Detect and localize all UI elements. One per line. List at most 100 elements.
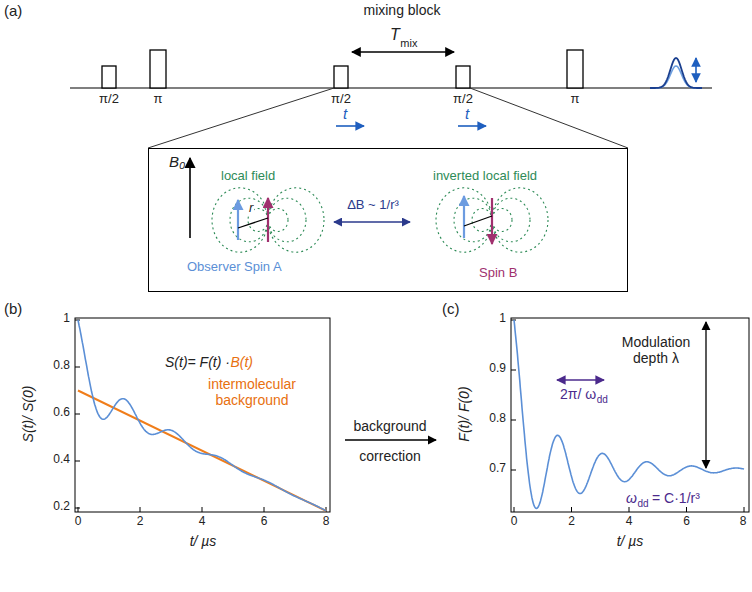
plot-frame bbox=[75, 318, 330, 512]
plot-frame bbox=[511, 318, 749, 512]
figure-label: mix bbox=[400, 37, 417, 50]
figure-label: = C·1/r³ bbox=[649, 490, 700, 506]
spin-b bbox=[267, 198, 269, 242]
figure-label: (b) bbox=[4, 300, 22, 317]
depth-arrow bbox=[705, 322, 706, 468]
figure-label: 0.4 bbox=[53, 453, 70, 467]
figure-label: correction bbox=[359, 448, 420, 464]
inset-text: ΔB ~ 1/r³ bbox=[347, 198, 399, 213]
figure-label: 0 bbox=[75, 515, 82, 529]
figure-label: 2π/ ω bbox=[560, 386, 596, 402]
b0-arrow bbox=[189, 158, 191, 238]
figure-label: 8 bbox=[740, 515, 747, 529]
ticks bbox=[511, 320, 744, 512]
observer-spin bbox=[237, 200, 239, 240]
tick bbox=[202, 507, 203, 512]
inset-text: inverted local field bbox=[433, 169, 537, 184]
inset-text: r bbox=[248, 201, 254, 216]
tick bbox=[629, 507, 630, 512]
figure-label: t bbox=[465, 105, 469, 122]
inset-text: local field bbox=[221, 169, 275, 184]
figure-label: T bbox=[390, 26, 400, 44]
inset-text: Observer Spin A bbox=[187, 260, 282, 275]
echo-signal bbox=[650, 58, 702, 88]
figure-label: background bbox=[353, 418, 426, 434]
echo-arrow bbox=[695, 58, 697, 82]
tick bbox=[514, 507, 515, 512]
tick bbox=[511, 370, 516, 371]
field-loop bbox=[436, 188, 492, 252]
figure-label: (c) bbox=[442, 300, 460, 317]
figure-label: dd bbox=[597, 394, 608, 406]
tick bbox=[75, 367, 80, 368]
figure-label: ω bbox=[626, 490, 637, 506]
exchange-arrow bbox=[334, 221, 410, 223]
figure-label: 2 bbox=[568, 515, 575, 529]
figure-label: (a) bbox=[4, 2, 22, 19]
spin-b bbox=[491, 198, 493, 244]
figure-label: 0.9 bbox=[489, 362, 506, 376]
form-factor-curve bbox=[514, 320, 744, 509]
figure-label: 0.7 bbox=[489, 462, 506, 476]
zoom-line bbox=[148, 88, 334, 148]
figure-label: Modulation depth λ bbox=[612, 334, 700, 366]
field-loop bbox=[268, 209, 288, 232]
zoom-line bbox=[470, 88, 628, 148]
figure-label: 6 bbox=[261, 515, 268, 529]
field-loop bbox=[230, 198, 268, 242]
t-arrow bbox=[336, 125, 364, 127]
figure-label: dd bbox=[637, 498, 648, 510]
figure-label: t/ µs bbox=[617, 533, 644, 549]
figure-label: mixing block bbox=[363, 2, 440, 18]
field-loop bbox=[268, 188, 324, 252]
tick bbox=[264, 507, 265, 512]
tick bbox=[571, 507, 572, 512]
figure-label: π bbox=[154, 92, 163, 107]
tick bbox=[744, 507, 745, 512]
observer-spin bbox=[463, 196, 465, 238]
figure-label: intermolecular background bbox=[202, 376, 302, 408]
distance-line bbox=[464, 216, 492, 226]
process-arrow bbox=[345, 439, 436, 440]
figure-label: 0.6 bbox=[53, 406, 70, 420]
figure-label: 8 bbox=[323, 515, 330, 529]
axis-label: F(t)/ F(0) bbox=[456, 386, 472, 441]
tick bbox=[511, 420, 516, 421]
field-loop bbox=[454, 198, 492, 242]
tick bbox=[75, 414, 80, 415]
figure-label: 0.2 bbox=[53, 500, 70, 514]
figure-label: t/ µs bbox=[190, 533, 217, 549]
figure-label: 2 bbox=[137, 515, 144, 529]
inset-box: B₀ local field inverted local field r ΔB ~ 1… bbox=[148, 148, 628, 292]
figure-label: S(t)= F(t) · bbox=[165, 354, 230, 370]
figure-label: 4 bbox=[626, 515, 633, 529]
ticks bbox=[75, 320, 326, 512]
inset-text: B₀ bbox=[169, 153, 185, 170]
period-arrow bbox=[557, 379, 604, 381]
axis-label: S(t)/ S(0) bbox=[20, 386, 36, 443]
echo-curve bbox=[650, 58, 702, 88]
field-loop bbox=[492, 209, 512, 232]
figure-label: B(t) bbox=[230, 354, 253, 370]
signal-curve bbox=[78, 320, 326, 511]
figure-label: 0 bbox=[511, 515, 518, 529]
tick bbox=[78, 507, 79, 512]
distance-line bbox=[238, 218, 268, 228]
figure-label: 4 bbox=[199, 515, 206, 529]
figure-label: 0.8 bbox=[489, 412, 506, 426]
figure-label: 6 bbox=[683, 515, 690, 529]
echo-curve bbox=[650, 66, 702, 88]
field-loop bbox=[492, 188, 548, 252]
mixing-arrow bbox=[352, 51, 454, 52]
figure-label: π/2 bbox=[99, 92, 119, 107]
field-loop bbox=[268, 198, 306, 242]
pulses bbox=[102, 50, 583, 88]
figure-label: 1 bbox=[63, 312, 70, 326]
t-arrow bbox=[458, 125, 486, 127]
tick bbox=[686, 507, 687, 512]
field-loop bbox=[212, 188, 268, 252]
tick bbox=[75, 461, 80, 462]
figure-label: t bbox=[343, 105, 347, 122]
tick bbox=[140, 507, 141, 512]
field-loop bbox=[492, 198, 530, 242]
